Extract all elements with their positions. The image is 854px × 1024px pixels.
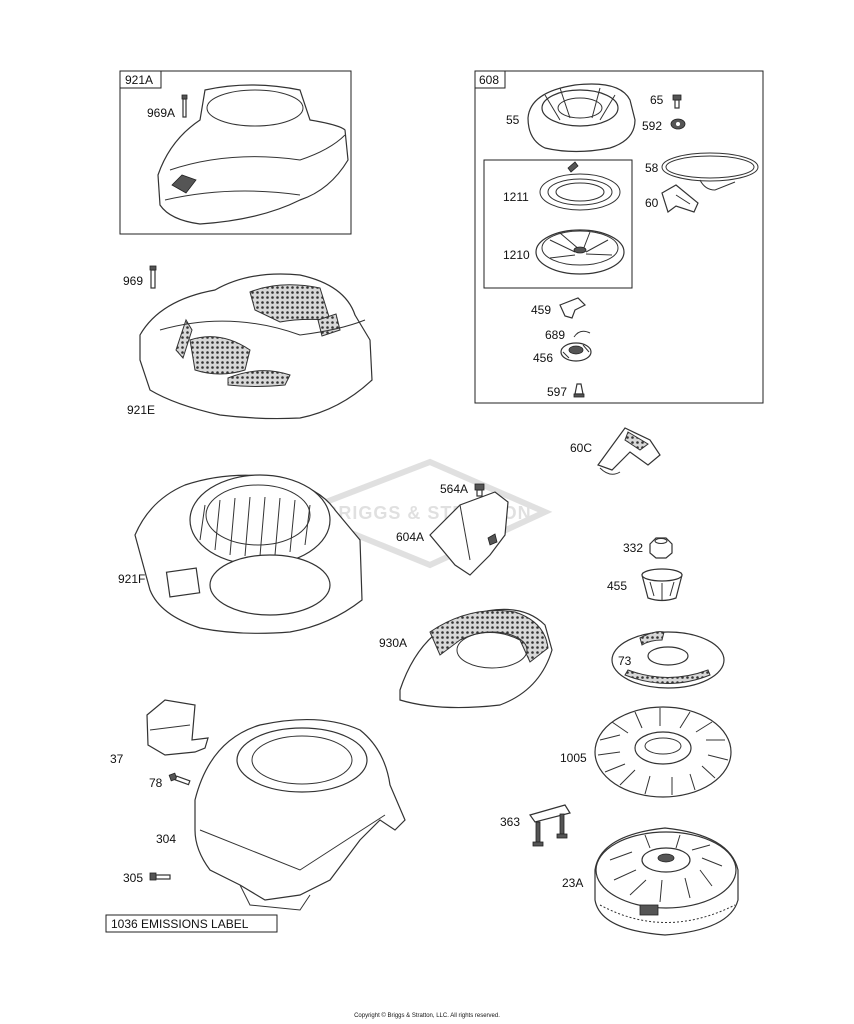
retainer-456-drawing: [560, 342, 592, 362]
rewind-starter-kit-box: [474, 70, 764, 404]
screw-78-icon: [168, 772, 191, 786]
label-1005: 1005: [560, 751, 587, 765]
label-689: 689: [545, 328, 565, 342]
label-459: 459: [531, 303, 551, 317]
label-23A: 23A: [562, 876, 583, 890]
label-969: 969: [123, 274, 143, 288]
label-597: 597: [547, 385, 567, 399]
blower-housing-921F-drawing: [134, 474, 363, 634]
air-guide-37-drawing: [146, 699, 209, 756]
rope-58-drawing: [661, 152, 759, 191]
blower-housing-921A-drawing: [157, 84, 349, 225]
label-930A: 930A: [379, 636, 407, 650]
screw-65-icon: [672, 94, 682, 109]
screw-969A-icon: [181, 94, 188, 118]
label-921E: 921E: [127, 403, 155, 417]
fan-1005-drawing: [594, 706, 732, 798]
pawl-459-drawing: [559, 297, 587, 319]
label-60C: 60C: [570, 441, 592, 455]
screen-73-drawing: [611, 631, 725, 689]
label-332: 332: [623, 541, 643, 555]
flywheel-23A-drawing: [594, 827, 739, 936]
rewind-starter-kit-tag: [474, 70, 506, 89]
screw-564A-icon: [474, 483, 485, 497]
baffle-604A-drawing: [429, 491, 509, 576]
screw-969-icon: [149, 265, 157, 289]
handle-60-drawing: [661, 184, 699, 213]
air-filter-930A-drawing: [399, 608, 553, 709]
label-37: 37: [110, 752, 124, 766]
handle-60C-drawing: [597, 427, 661, 475]
kit-label-921A: 921A: [125, 73, 153, 87]
screw-305-icon: [149, 872, 171, 881]
pulley-subassembly-box: [483, 159, 633, 289]
screw-597-icon: [573, 383, 585, 398]
label-455: 455: [607, 579, 627, 593]
label-58: 58: [645, 161, 659, 175]
label-921F: 921F: [118, 572, 145, 586]
kit-label-608: 608: [479, 73, 499, 87]
pulley-1210-drawing: [535, 229, 625, 275]
clip-689-icon: [573, 330, 591, 338]
spring-1211-drawing: [539, 161, 621, 211]
label-305: 305: [123, 871, 143, 885]
starter-cup-455-drawing: [641, 568, 683, 602]
nut-592-icon: [670, 118, 686, 130]
blower-housing-kit-box: [119, 70, 352, 235]
label-604A: 604A: [396, 530, 424, 544]
starter-housing-55-drawing: [527, 83, 636, 153]
label-73: 73: [618, 654, 632, 668]
label-969A: 969A: [147, 106, 175, 120]
label-60: 60: [645, 196, 659, 210]
nut-332-icon: [649, 537, 673, 559]
emissions-label-box: [105, 914, 278, 933]
label-363: 363: [500, 815, 520, 829]
label-65: 65: [650, 93, 664, 107]
label-564A: 564A: [440, 482, 468, 496]
label-55: 55: [506, 113, 520, 127]
blower-housing-921E-drawing: [139, 273, 373, 420]
label-304: 304: [156, 832, 176, 846]
label-456: 456: [533, 351, 553, 365]
blower-housing-kit-tag: [119, 70, 162, 89]
label-78: 78: [149, 776, 163, 790]
label-592: 592: [642, 119, 662, 133]
armature-bracket-363-drawing: [529, 804, 571, 847]
label-1211: 1211: [503, 190, 529, 204]
label-1210: 1210: [503, 248, 530, 262]
engine-shroud-304-drawing: [194, 718, 406, 911]
copyright-notice: Copyright © Briggs & Stratton, LLC. All …: [354, 1013, 500, 1019]
emissions-label-text: 1036 EMISSIONS LABEL: [111, 917, 249, 931]
